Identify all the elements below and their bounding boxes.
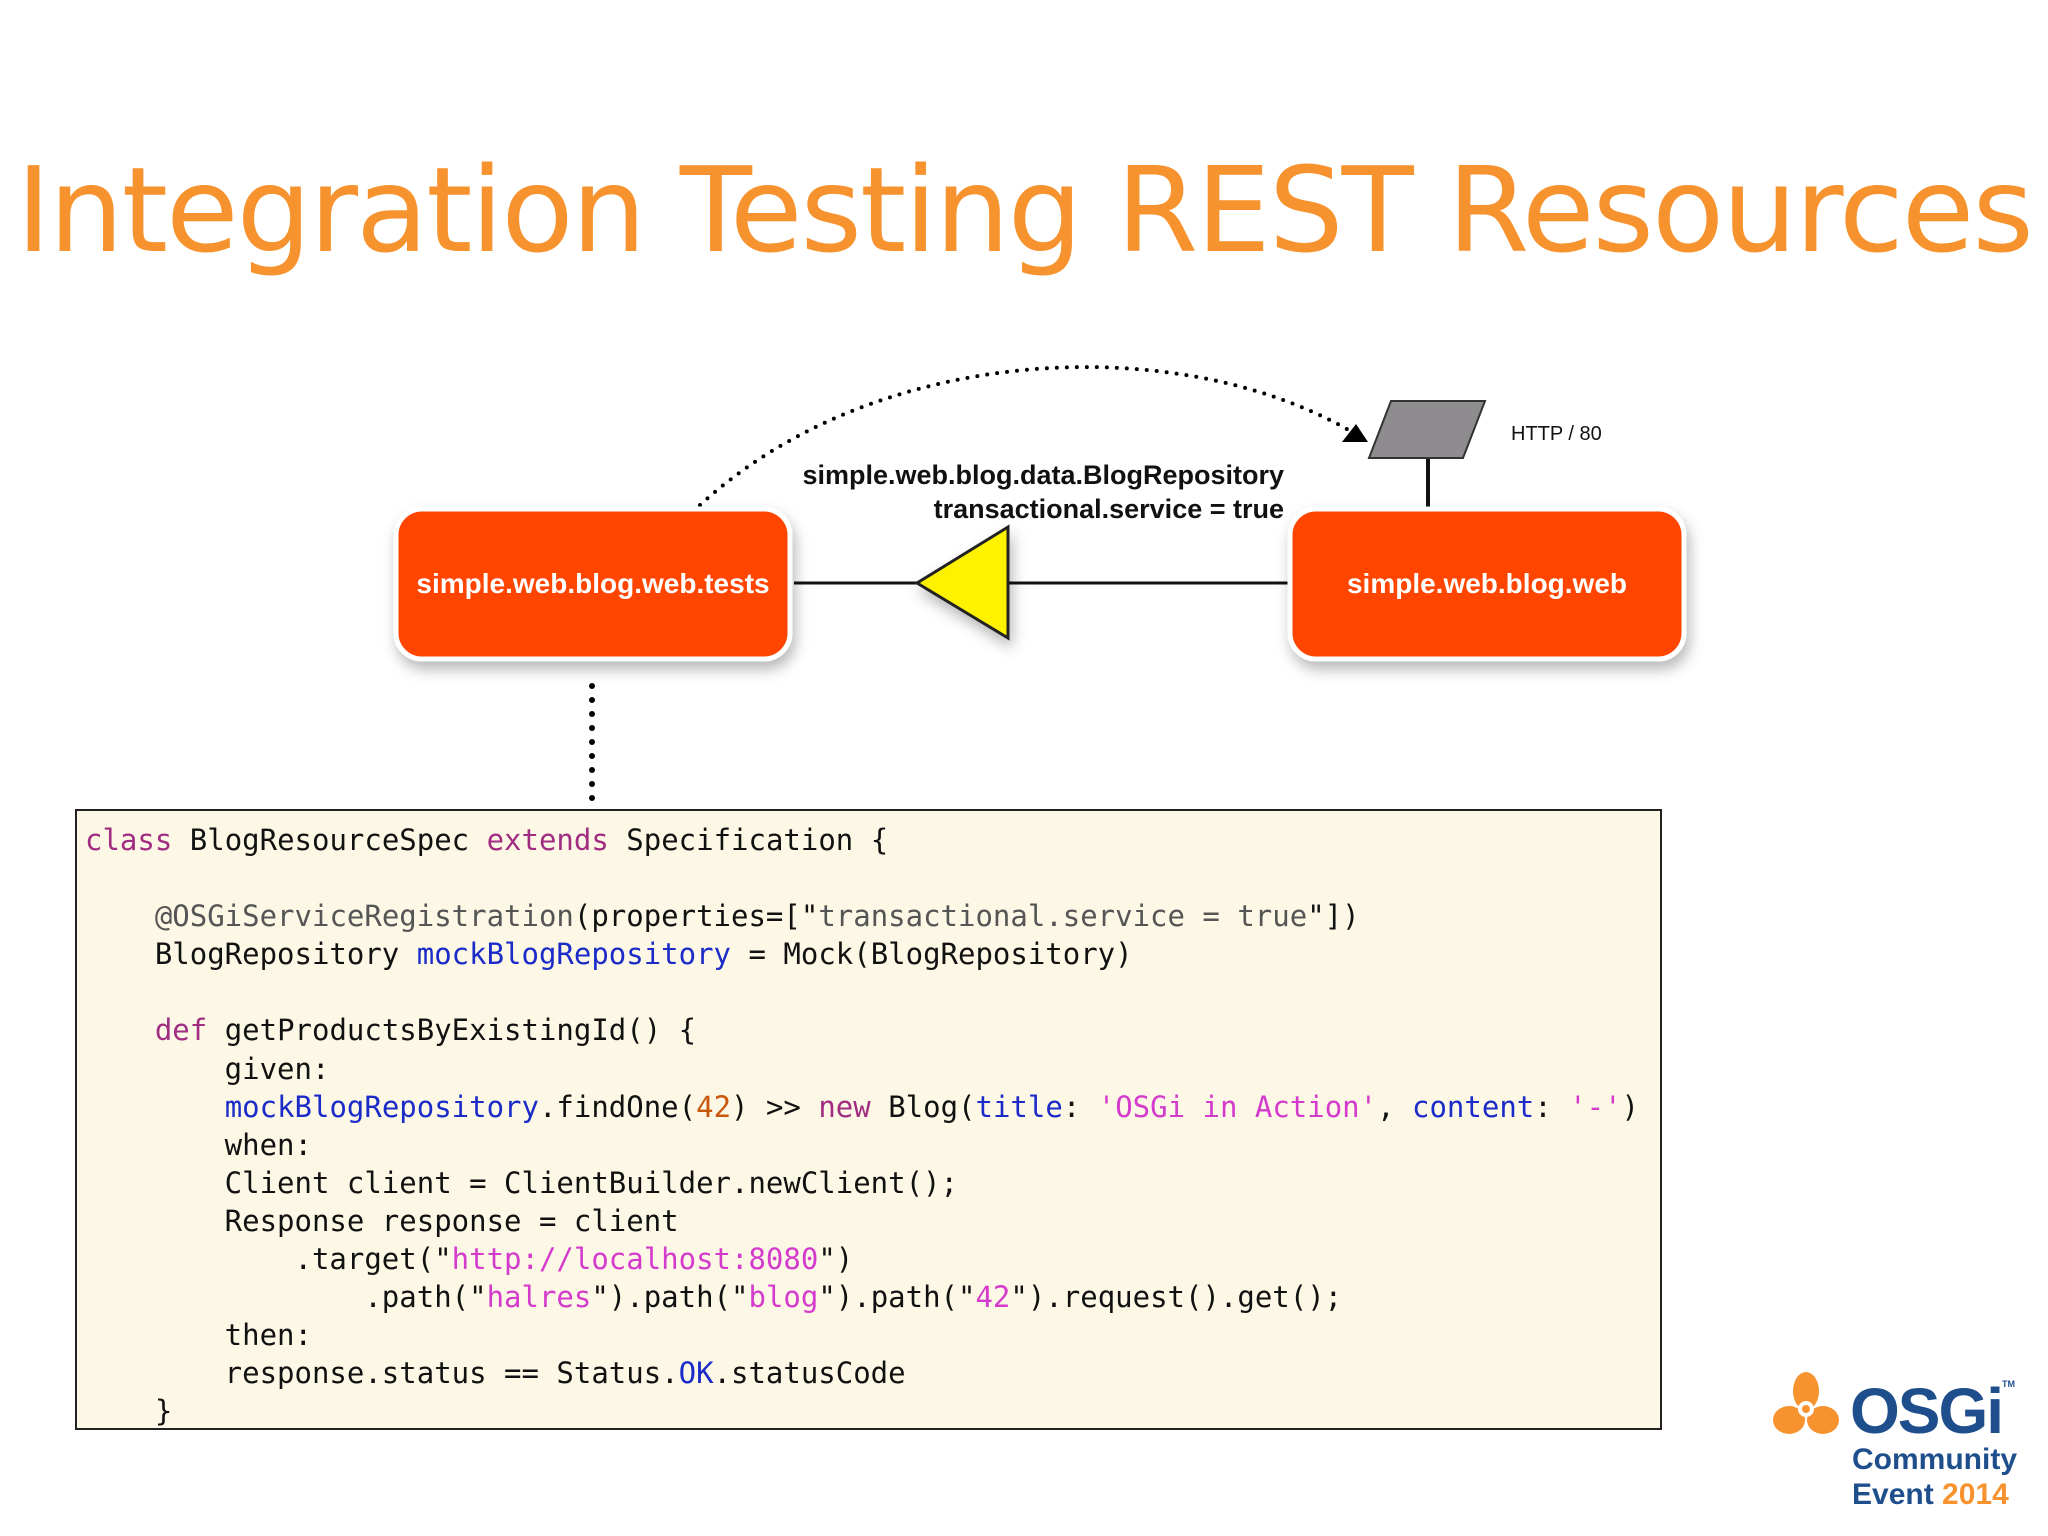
service-name-label: simple.web.blog.data.BlogRepository (802, 460, 1284, 490)
code-token: .statusCode (713, 1356, 906, 1391)
code-line: } (85, 1392, 1660, 1429)
code-token: ") (818, 1242, 854, 1277)
code-token: http://localhost:8080 (451, 1242, 819, 1277)
code-token: ").path(" (591, 1280, 749, 1315)
code-token: 42 (975, 1280, 1011, 1315)
code-token: ").request().get(); (1010, 1280, 1343, 1315)
code-token: .path(" (85, 1280, 487, 1315)
code-line: when: (85, 1126, 1660, 1164)
code-token: : (1062, 1089, 1098, 1124)
code-token (85, 1090, 225, 1124)
code-token: : (1534, 1089, 1570, 1124)
logo-community: Community (1852, 1443, 2017, 1476)
code-token: Response response = client (85, 1203, 679, 1238)
code-token: then: (85, 1318, 312, 1353)
code-token (85, 899, 155, 933)
code-token: Client client = ClientBuilder.newClient(… (85, 1165, 958, 1200)
code-line: response.status == Status.OK.statusCode (85, 1354, 1660, 1392)
tests-bundle-label: simple.web.blog.web.tests (416, 568, 769, 599)
code-token: response.status == Status. (85, 1356, 679, 1391)
code-token: def (154, 1013, 208, 1048)
code-token: halres (486, 1280, 592, 1315)
code-token: ) >> (731, 1089, 819, 1124)
code-token: OK (678, 1356, 714, 1391)
code-token: ").path(" (818, 1280, 976, 1315)
code-token: .target(" (85, 1242, 452, 1277)
code-listing: class BlogResourceSpec extends Specifica… (75, 809, 1662, 1430)
code-token: "]) (1307, 899, 1360, 934)
logo-trademark: TM (2002, 1379, 2015, 1389)
tests-bundle-box (393, 506, 793, 662)
code-token: } (85, 1394, 173, 1429)
code-token (85, 1013, 155, 1047)
code-token: transactional.service = true (818, 899, 1308, 934)
code-token: Specification { (608, 823, 889, 857)
code-token: blog (748, 1280, 819, 1315)
code-token: 'OSGi in Action' (1097, 1089, 1378, 1124)
web-bundle-box (1287, 506, 1687, 662)
code-token: mockBlogRepository (416, 937, 732, 972)
code-line: class BlogResourceSpec extends Specifica… (85, 821, 1660, 859)
code-token: , (1377, 1089, 1413, 1124)
code-token: @OSGiServiceRegistration (154, 899, 574, 934)
code-token: = Mock(BlogRepository) (731, 937, 1133, 972)
code-line: BlogRepository mockBlogRepository = Mock… (85, 935, 1660, 973)
web-bundle-label: simple.web.blog.web (1347, 568, 1627, 599)
osgi-flower-icon (1773, 1372, 1839, 1434)
code-token: 42 (696, 1089, 732, 1124)
code-token: class (85, 823, 173, 857)
code-token: given: (85, 1051, 330, 1086)
code-line (85, 859, 1660, 897)
http-call-arrowhead (1342, 424, 1368, 442)
code-line (85, 973, 1660, 1011)
code-token: (properties=[" (573, 899, 819, 934)
logo-osgi-wordmark: OSGi (1850, 1375, 2002, 1447)
code-token: .findOne( (538, 1089, 697, 1124)
code-token: ) (1621, 1089, 1640, 1124)
code-token: BlogRepository (85, 937, 417, 972)
service-triangle-icon (914, 524, 1010, 641)
code-line: def getProductsByExistingId() { (85, 1011, 1660, 1049)
code-line: given: (85, 1050, 1660, 1088)
bundle-diagram: HTTP / 80 simple.web.blog.data.BlogRepos… (393, 365, 1687, 805)
code-token: title (975, 1089, 1063, 1124)
port-label: HTTP / 80 (1511, 423, 1602, 445)
logo-event-year: Event 2014 (1852, 1478, 2009, 1510)
code-token: Blog( (870, 1089, 976, 1124)
code-token: '-' (1569, 1089, 1622, 1124)
code-token: new (818, 1089, 871, 1124)
code-token: extends (486, 823, 609, 857)
code-line: mockBlogRepository.findOne(42) >> new Bl… (85, 1088, 1660, 1126)
code-line: @OSGiServiceRegistration(properties=["tr… (85, 897, 1660, 935)
code-line: .path("halres").path("blog").path("42").… (85, 1278, 1660, 1316)
osgi-community-event-logo: OSGi TM Community Event 2014 (1773, 1372, 2017, 1510)
code-line: then: (85, 1316, 1660, 1354)
code-token: when: (85, 1127, 312, 1162)
code-line: Client client = ClientBuilder.newClient(… (85, 1164, 1660, 1202)
slide-title: Integration Testing REST Resources (16, 141, 2034, 279)
code-token: content (1412, 1089, 1535, 1124)
code-token: BlogResourceSpec (172, 823, 487, 857)
code-line: Response response = client (85, 1202, 1660, 1240)
code-token: mockBlogRepository (224, 1089, 539, 1124)
service-property-label: transactional.service = true (934, 494, 1284, 524)
http-port-icon (1367, 400, 1487, 459)
code-token: getProductsByExistingId() { (207, 1013, 697, 1048)
code-line: .target("http://localhost:8080") (85, 1240, 1660, 1278)
